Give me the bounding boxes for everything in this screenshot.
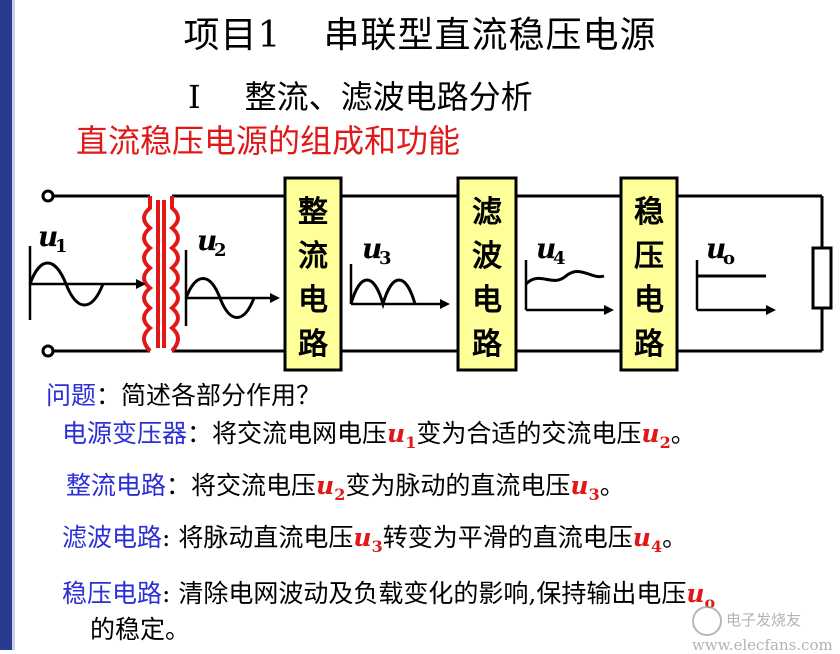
item-rectifier-var-1: u2	[316, 471, 346, 504]
waveform-u2: u 2	[184, 224, 280, 326]
left-accent-bar	[0, 0, 12, 650]
block-rectifier-char-3: 电	[298, 283, 328, 318]
item-rectifier-var-2: u3	[570, 471, 600, 504]
item-rectifier-text-3: 。	[599, 471, 625, 500]
item-regulator: 稳压电路: 清除电网波动及负载变化的影响,保持输出电压uo	[62, 574, 715, 612]
item-transformer-text-3: 。	[670, 419, 696, 448]
item-filter-var-1: u3	[353, 523, 383, 556]
subtitle-number: I	[188, 78, 201, 116]
u2-label: u	[197, 224, 217, 257]
block-regulator-char-1: 稳	[634, 195, 664, 230]
item-rectifier-text-1: 将交流电压	[191, 471, 317, 500]
item-regulator-sep: :	[162, 579, 179, 608]
uo-subscript: o	[723, 248, 735, 269]
item-rectifier: 整流电路：将交流电压u2变为脉动的直流电压u3。	[66, 466, 625, 504]
block-filter: 滤 波 电 路	[456, 176, 518, 372]
item-filter-sep: :	[162, 523, 179, 552]
subtitle: I 整流、滤波电路分析	[188, 72, 533, 118]
item-filter-var-2: u4	[632, 523, 663, 556]
item-rectifier-sep: ：	[166, 471, 192, 500]
transformer	[142, 196, 180, 353]
block-filter-char-3: 电	[472, 283, 502, 318]
item-transformer-sep: ：	[187, 419, 213, 448]
item-transformer-label: 电源变压器	[62, 419, 188, 448]
item-transformer-var-1: u1	[387, 419, 417, 452]
item-rectifier-label: 整流电路	[66, 471, 167, 500]
item-transformer: 电源变压器：将交流电网电压u1变为合适的交流电压u2。	[62, 414, 696, 452]
input-terminals	[41, 189, 55, 358]
block-rectifier: 整 流 电 路	[283, 176, 343, 372]
question-line: 问题：简述各部分作用？	[46, 376, 321, 412]
item-filter-text-3: 。	[662, 523, 688, 552]
watermark: 电子发烧友 www.elecfans.com	[692, 606, 840, 654]
item-regulator-var-1: uo	[686, 579, 716, 612]
item-transformer-var-2: u2	[641, 419, 671, 452]
u4-subscript: 4	[553, 248, 566, 269]
question-label: 问题	[46, 381, 97, 410]
item-rectifier-text-2: 变为脉动的直流电压	[345, 471, 571, 500]
waveform-u1: u 1	[28, 220, 146, 320]
question-text: ：简述各部分作用？	[96, 381, 322, 410]
block-regulator: 稳 压 电 路	[619, 176, 679, 372]
waveform-u4: u 4	[524, 232, 614, 315]
waveform-u3: u 3	[349, 232, 450, 310]
block-filter-char-2: 波	[472, 239, 503, 274]
item-filter-text-2: 转变为平滑的直流电压	[382, 523, 633, 552]
title-text: 串联型直流稳压电源	[323, 15, 657, 56]
block-filter-char-1: 滤	[472, 195, 502, 230]
item-transformer-text-2: 变为合适的交流电压	[416, 419, 642, 448]
watermark-logo-icon	[692, 606, 722, 636]
item-filter-label: 滤波电路	[62, 523, 163, 552]
block-filter-char-4: 路	[472, 327, 503, 362]
u3-label: u	[362, 232, 382, 265]
item-transformer-text-1: 将交流电网电压	[212, 419, 388, 448]
block-diagram: 整 流 电 路 滤 波 电 路 稳 压 电 路 u 1 u 2 u 3	[28, 176, 833, 372]
block-rectifier-char-4: 路	[298, 327, 329, 362]
subtitle-text: 整流、滤波电路分析	[244, 78, 533, 116]
block-rectifier-char-2: 流	[298, 239, 328, 274]
block-regulator-char-4: 路	[634, 327, 665, 362]
item-regulator-text-1: 清除电网波动及负载变化的影响,保持输出电压	[178, 579, 687, 608]
title-number: 项目1	[183, 15, 282, 56]
uo-label: u	[706, 232, 726, 265]
wires	[53, 194, 824, 353]
u2-subscript: 2	[214, 240, 227, 261]
u3-subscript: 3	[379, 248, 392, 269]
item-regulator-label: 稳压电路	[62, 579, 163, 608]
item-filter: 滤波电路: 将脉动直流电压u3转变为平滑的直流电压u4。	[62, 518, 687, 556]
load-resistor	[811, 246, 833, 310]
item-regulator-continuation: 的稳定。	[90, 615, 191, 644]
block-regulator-char-2: 压	[634, 239, 664, 274]
block-rectifier-char-1: 整	[298, 195, 328, 230]
waveform-uo: u o	[695, 232, 776, 315]
u1-label: u	[38, 220, 58, 253]
section-title: 直流稳压电源的组成和功能	[76, 122, 461, 160]
page-title: 项目1 串联型直流稳压电源	[0, 6, 840, 58]
item-filter-text-1: 将脉动直流电压	[178, 523, 354, 552]
block-regulator-char-3: 电	[634, 283, 664, 318]
left-accent-stripe	[12, 0, 15, 650]
u4-label: u	[536, 232, 556, 265]
u1-subscript: 1	[55, 236, 68, 257]
